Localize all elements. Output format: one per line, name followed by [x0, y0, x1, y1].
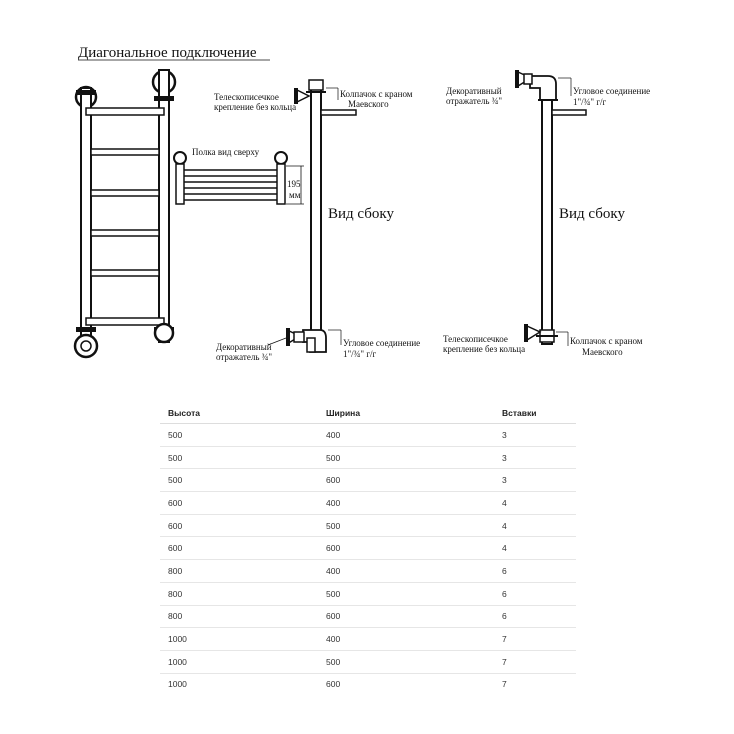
- cap-valve-1-label-2: Маевского: [348, 99, 389, 109]
- cell-inserts: 3: [494, 446, 576, 470]
- cell-width: 400: [318, 423, 494, 447]
- connection-diagram: Диагональное подключение Полка вид сверх…: [73, 45, 650, 362]
- corner-joint-1-label-2: 1"/¾" г/г: [343, 349, 377, 359]
- header-width: Ширина: [318, 402, 494, 424]
- cell-height: 500: [160, 423, 318, 447]
- header-inserts: Вставки: [494, 402, 576, 424]
- cell-inserts: 7: [502, 679, 507, 690]
- table-header-row: Высота Ширина Вставки: [160, 402, 576, 424]
- shelf-top-view-label: Полка вид сверху: [192, 147, 260, 157]
- telescopic-mount-1-label: Телескописечкое: [214, 92, 279, 102]
- cell-height: 600: [160, 536, 318, 561]
- cell-height: 600: [160, 491, 318, 515]
- diagram-title: Диагональное подключение: [78, 45, 257, 61]
- towel-rail-front-view: [73, 69, 177, 359]
- cell-width: 600: [318, 605, 494, 629]
- cell-width: 500: [318, 582, 494, 606]
- table-row: 1000 600 7: [160, 673, 576, 695]
- corner-joint-2-label: Угловое соединение: [573, 86, 650, 96]
- cell-height: 800: [160, 582, 318, 606]
- cell-height: 500: [160, 446, 318, 470]
- cell-inserts: 4: [494, 491, 576, 515]
- cell-width: 400: [318, 491, 494, 515]
- decor-reflector-1-label-2: отражатель ¾": [216, 352, 272, 362]
- shelf-top-view: Полка вид сверху 195 мм: [173, 147, 304, 205]
- cell-inserts: 7: [494, 627, 576, 651]
- cell-height: 800: [160, 559, 318, 583]
- cell-width: 600: [326, 679, 341, 690]
- cell-inserts: 6: [494, 605, 576, 629]
- telescopic-mount-1-label-2: крепление без кольца: [214, 102, 296, 112]
- cell-height: 1000: [168, 679, 187, 690]
- cell-width: 600: [318, 468, 494, 493]
- cell-width: 500: [318, 514, 494, 538]
- cell-width: 400: [318, 627, 494, 651]
- side-view-1: Вид сбоку Телескописечкое крепление без …: [214, 79, 420, 362]
- decor-reflector-2-label: Декоративный: [446, 86, 502, 96]
- cell-width: 400: [318, 559, 494, 583]
- corner-joint-1-label: Угловое соединение: [343, 338, 420, 348]
- side-view-2: Вид сбоку Декоративный отражатель ¾" Угл…: [443, 70, 650, 357]
- cell-height: 1000: [160, 627, 318, 651]
- decor-reflector-2-label-2: отражатель ¾": [446, 96, 502, 106]
- cell-inserts: 3: [494, 423, 576, 447]
- side-view-2-label: Вид сбоку: [559, 206, 625, 222]
- telescopic-mount-2-label-2: крепление без кольца: [443, 344, 525, 354]
- cell-inserts: 4: [494, 514, 576, 538]
- cell-height: 600: [160, 514, 318, 538]
- cell-height: 800: [160, 605, 318, 629]
- cell-width: 500: [318, 446, 494, 470]
- cell-height: 1000: [160, 650, 318, 674]
- decor-reflector-1-label: Декоративный: [216, 342, 272, 352]
- shelf-height-unit: мм: [289, 190, 301, 200]
- cell-inserts: 3: [494, 468, 576, 493]
- cap-valve-2-label: Колпачок с краном: [570, 336, 643, 346]
- cell-inserts: 6: [494, 559, 576, 583]
- cell-width: 500: [318, 650, 494, 674]
- cell-inserts: 4: [494, 536, 576, 561]
- shelf-height-value: 195: [287, 179, 301, 189]
- header-height: Высота: [160, 402, 318, 424]
- cap-valve-1-label: Колпачок с краном: [340, 89, 413, 99]
- cell-width: 600: [318, 536, 494, 561]
- corner-joint-2-label-2: 1"/¾" г/г: [573, 97, 607, 107]
- cell-inserts: 6: [494, 582, 576, 606]
- cell-inserts: 7: [494, 650, 576, 674]
- telescopic-mount-2-label: Телескописечкое: [443, 334, 508, 344]
- cap-valve-2-label-2: Маевского: [582, 347, 623, 357]
- side-view-1-label: Вид сбоку: [328, 206, 394, 222]
- cell-height: 500: [160, 468, 318, 493]
